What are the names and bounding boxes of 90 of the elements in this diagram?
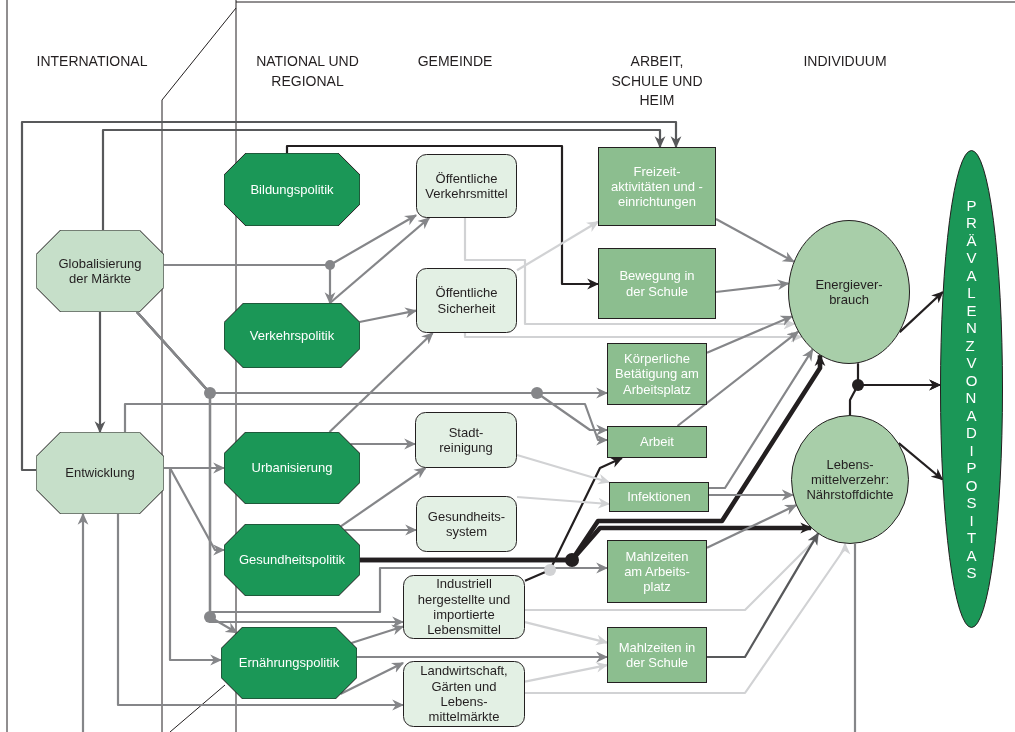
- arrow: [709, 489, 794, 501]
- process-box: [607, 426, 707, 458]
- node-label: Bildungspolitik: [250, 181, 334, 198]
- rounded-box: [416, 496, 517, 552]
- column-heading: INTERNATIONAL: [35, 52, 149, 71]
- arrow: [350, 438, 417, 450]
- column-heading: INDIVIDUUM: [802, 52, 888, 71]
- arrow: [715, 217, 795, 263]
- arrow: [101, 128, 666, 230]
- connector-line: [853, 543, 857, 732]
- process-box: [609, 482, 709, 512]
- arrow: [360, 522, 813, 563]
- node-label: Freizeit-aktivitäten und -einrichtungen: [611, 163, 703, 210]
- process-box: [607, 627, 707, 683]
- column-heading: NATIONAL UND REGIONAL: [255, 52, 360, 91]
- column-heading: GEMEINDE: [416, 52, 494, 71]
- arrow: [20, 120, 682, 472]
- process-box: [598, 248, 716, 319]
- octagon-node: [224, 153, 360, 226]
- arrow: [706, 504, 797, 549]
- arrow: [706, 315, 793, 354]
- arrow: [359, 307, 418, 324]
- arrow: [516, 454, 611, 485]
- arrow: [285, 144, 600, 290]
- arrow: [848, 379, 942, 415]
- arrow: [328, 332, 434, 433]
- node-label: Verkehrspolitik: [249, 327, 335, 344]
- process-box: [598, 147, 716, 226]
- rounded-box: [415, 412, 517, 468]
- octagon-node: [36, 432, 164, 514]
- outcome-ellipse: [940, 150, 1003, 628]
- arrow: [339, 662, 405, 695]
- arrow: [898, 442, 944, 481]
- node-label: Ernährungspolitik: [238, 655, 340, 671]
- octagon-node: [221, 627, 357, 699]
- rounded-box: [403, 661, 525, 727]
- ellipse-node: [788, 220, 910, 364]
- column-heading: ARBEIT, SCHULE UND HEIM: [610, 52, 704, 111]
- arrow: [676, 330, 800, 427]
- octagon-node: [224, 432, 360, 504]
- arrow: [525, 532, 820, 612]
- node-label: Infektionen: [627, 489, 691, 505]
- process-box: [607, 540, 707, 603]
- node-label: Bewegung in der Schule: [618, 268, 696, 299]
- arrow: [340, 467, 427, 528]
- node-label: Gesundheits-system: [426, 508, 507, 540]
- arrow: [516, 220, 600, 272]
- node-label: Mahlzeiten in der Schule: [617, 639, 697, 671]
- arrow: [524, 457, 623, 582]
- arrow: [524, 661, 609, 683]
- node-label: Arbeit: [640, 434, 674, 450]
- arrow: [707, 532, 819, 659]
- arrow: [329, 217, 431, 304]
- rounded-box: [416, 268, 517, 333]
- arrow: [94, 312, 106, 434]
- rounded-box: [403, 575, 525, 639]
- arrow: [898, 291, 944, 333]
- node-label: Mahlzeiten am Arbeits-platz: [623, 548, 691, 595]
- process-box: [607, 343, 707, 405]
- node-label: Entwicklung: [65, 465, 135, 481]
- node-label: Öffentliche Verkehrsmittel: [424, 170, 509, 202]
- node-label: Energiever-brauch: [814, 276, 884, 308]
- node-label: Öffentliche Sicherheit: [434, 285, 499, 316]
- node-label: Lebens-mittelverzehr: Nährstoffdichte: [805, 456, 895, 503]
- node-label: PRÄVALENZ VON ADIPOSITAS: [965, 196, 978, 582]
- arrow: [715, 279, 790, 294]
- node-label: Stadt-reinigung: [438, 424, 494, 456]
- octagon-node: [224, 524, 360, 596]
- arrow: [344, 524, 418, 536]
- node-label: Körperliche Betätigung am Arbeitsplatz: [614, 351, 700, 397]
- node-label: Globalisierung der Märkte: [57, 255, 143, 287]
- arrow: [525, 542, 851, 695]
- arrow: [116, 514, 405, 711]
- arrow: [357, 651, 609, 663]
- arrow: [123, 402, 609, 446]
- arrow: [136, 311, 609, 614]
- arrow: [463, 331, 803, 343]
- arrow: [524, 621, 609, 646]
- octagon-node: [224, 303, 360, 368]
- arrow: [516, 495, 611, 509]
- node-label: Industriell hergestellte und importierte Lebensmittel: [416, 576, 512, 638]
- arrow: [351, 624, 405, 645]
- rounded-box: [416, 154, 517, 218]
- node-label: Urbanisierung: [251, 460, 333, 476]
- octagon-node: [36, 230, 164, 312]
- ellipse-node: [791, 415, 909, 544]
- node-label: Landwirtschaft, Gärten und Lebens-mittelmärkte: [419, 663, 509, 725]
- arrow: [463, 218, 796, 330]
- node-label: Gesundheitspolitik: [238, 552, 346, 568]
- arrow: [709, 348, 814, 490]
